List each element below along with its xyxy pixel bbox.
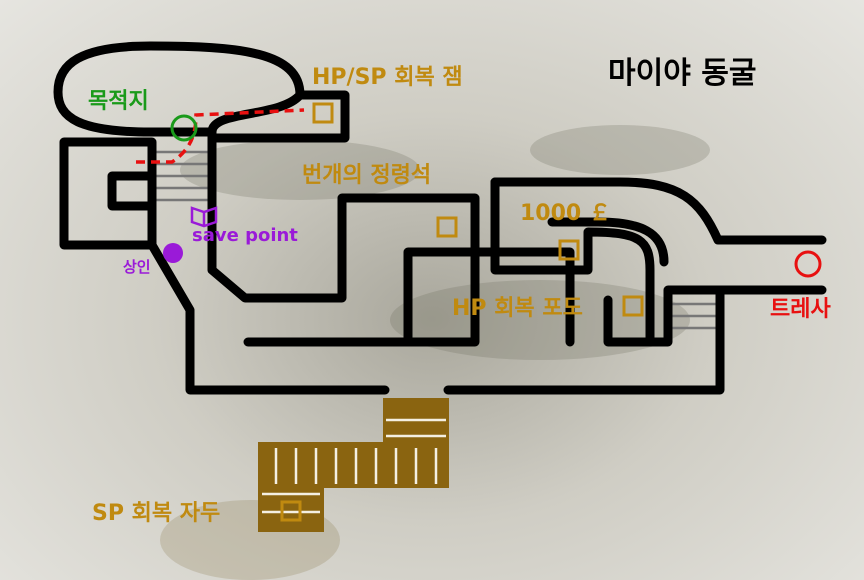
hp-sp-jam-label: HP/SP 회복 잼 bbox=[312, 65, 463, 90]
wall-top-corridor bbox=[207, 127, 480, 347]
item-sp-grape-chest-square-icon bbox=[280, 500, 302, 522]
hp-grape-label: HP 회복 포도 bbox=[452, 296, 583, 321]
wall-money-top bbox=[490, 177, 827, 245]
wall-left-inner bbox=[107, 171, 157, 211]
background-texture bbox=[160, 125, 710, 580]
bridge bbox=[258, 398, 449, 532]
goal-circle-marker-icon bbox=[170, 114, 198, 142]
destination-label: 목적지 bbox=[88, 89, 149, 114]
tresa-label: 트레사 bbox=[770, 297, 831, 322]
wall-left-corridor bbox=[147, 240, 390, 395]
save-point-label: save point bbox=[192, 225, 298, 246]
save-book-icon bbox=[190, 206, 218, 228]
sp-grape-label: SP 회복 자두 bbox=[92, 501, 220, 526]
item-jam-chest-square-icon bbox=[312, 102, 334, 124]
merchant-dot-icon bbox=[163, 243, 183, 263]
map-title: 마이야 동굴 bbox=[608, 56, 756, 91]
wall-top-chamber bbox=[53, 41, 305, 137]
item-spirit-stone-chest-square-icon bbox=[436, 216, 458, 238]
spirit-stone-label: 번개의 정령석 bbox=[302, 163, 431, 188]
item-hp-grape-chest-square-icon bbox=[622, 295, 644, 317]
route-dashed bbox=[136, 108, 305, 164]
wall-jam-room bbox=[207, 90, 350, 143]
money-label: 1000 ￡ bbox=[520, 201, 611, 226]
wall-mid-block bbox=[403, 247, 575, 347]
cave-walls bbox=[53, 41, 827, 395]
merchant-label: 상인 bbox=[123, 258, 151, 276]
wall-right-corridor bbox=[443, 285, 827, 395]
wall-money-room bbox=[490, 177, 655, 347]
start-circle-marker-icon bbox=[794, 250, 822, 278]
item-money-chest-square-icon bbox=[558, 239, 580, 261]
stairs-right bbox=[668, 302, 720, 330]
wall-money-inner bbox=[547, 217, 669, 267]
